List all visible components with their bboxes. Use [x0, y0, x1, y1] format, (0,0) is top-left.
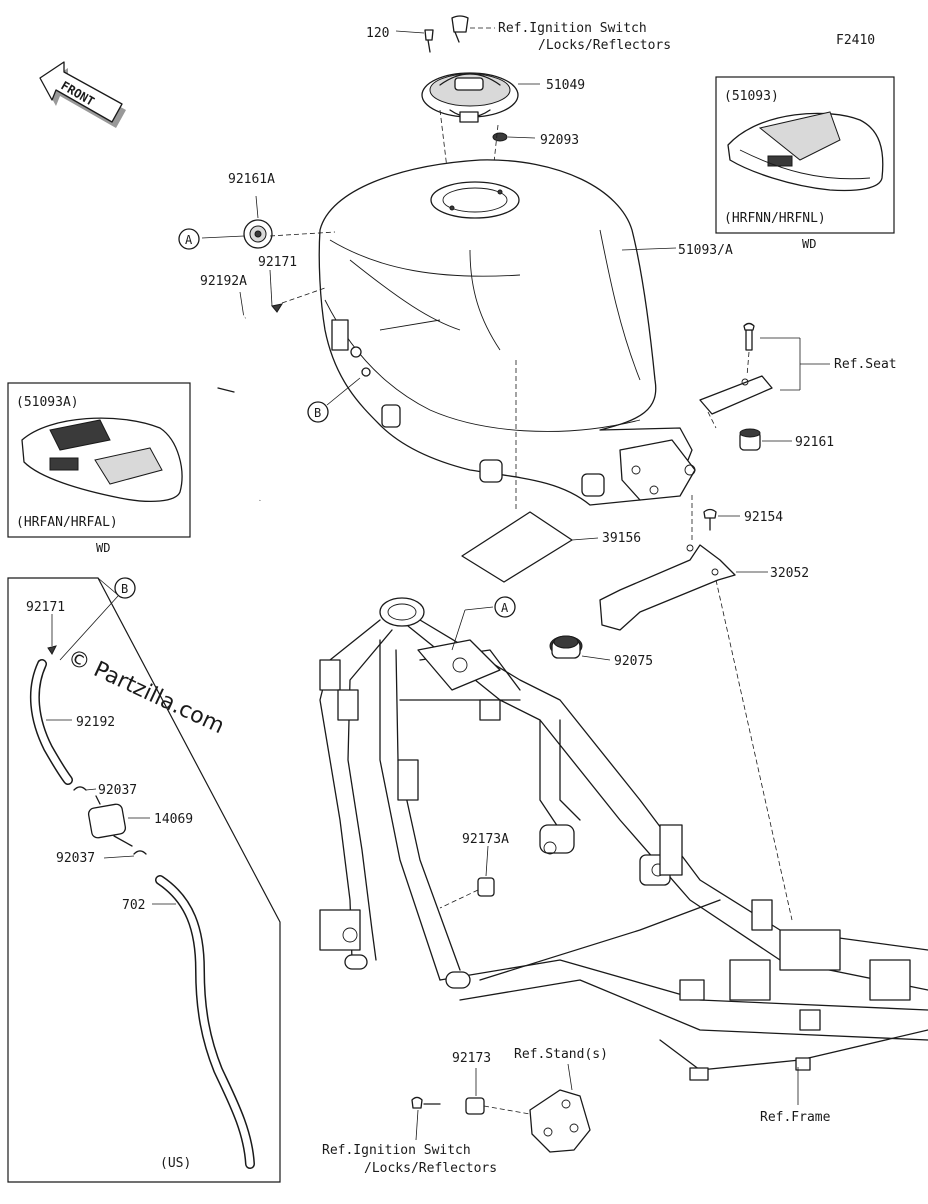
figure-code: F2410 [836, 33, 875, 48]
label-ref-ignition-bottom-1: Ref.Ignition Switch [322, 1143, 471, 1158]
svg-text:B: B [314, 406, 321, 420]
label-51093a: 51093/A [678, 243, 733, 258]
label-92173a: 92173A [462, 832, 509, 847]
inset-51093: (51093) (HRFNN/HRFNL) WD [715, 76, 895, 251]
bracket-32052 [599, 495, 793, 921]
stand-assembly [411, 1063, 591, 1153]
label-ref-frame: Ref.Frame [760, 1110, 831, 1125]
svg-text:(HRFNN/HRFNL): (HRFNN/HRFNL) [724, 211, 826, 226]
label-92075: 92075 [614, 654, 653, 669]
label-92037-b: 92037 [56, 851, 95, 866]
label-92161: 92161 [795, 435, 834, 450]
label-92171-top: 92171 [258, 255, 297, 270]
label-ref-stand: Ref.Stand(s) [514, 1047, 608, 1062]
label-us: (US) [160, 1156, 191, 1171]
label-32052: 32052 [770, 566, 809, 581]
svg-text:(HRFAN/HRFAL): (HRFAN/HRFAL) [16, 515, 118, 530]
svg-text:A: A [185, 233, 193, 247]
fuel-tank [318, 159, 696, 512]
svg-text:WD: WD [802, 237, 816, 251]
callout-b-tank: B [307, 377, 361, 423]
label-92093: 92093 [540, 133, 579, 148]
front-arrow-icon: FRONT [39, 61, 126, 128]
seat-bracket [699, 322, 830, 451]
label-92154: 92154 [744, 510, 783, 525]
label-92192a: 92192A [200, 274, 247, 289]
frame [319, 597, 928, 1105]
clamp-92171-top [271, 303, 284, 313]
label-92037-a: 92037 [98, 783, 137, 798]
label-92171-left: 92171 [26, 600, 65, 615]
label-ref-ignition-top-1: Ref.Ignition Switch [498, 21, 647, 36]
label-14069: 14069 [154, 812, 193, 827]
pad-39156 [461, 511, 599, 583]
label-ref-seat: Ref.Seat [834, 357, 897, 372]
callout-a-top: A [178, 228, 200, 250]
label-702: 702 [122, 898, 145, 913]
svg-text:WD: WD [96, 541, 110, 555]
svg-text:B: B [121, 582, 128, 596]
inset-51093a: (51093A) (HRFAN/HRFAL) WD [7, 382, 191, 555]
svg-text:(51093): (51093) [724, 89, 779, 104]
label-51049: 51049 [546, 78, 585, 93]
fuel-cap-assembly [395, 15, 540, 211]
label-92161a: 92161A [228, 172, 275, 187]
inset-us: B [7, 577, 281, 1183]
svg-text:A: A [501, 601, 509, 615]
label-ref-ignition-top-2: /Locks/Reflectors [538, 38, 671, 53]
hose-92192a [215, 317, 262, 501]
label-92173: 92173 [452, 1051, 491, 1066]
label-ref-ignition-bottom-2: /Locks/Reflectors [364, 1161, 497, 1176]
grommet-92161a [201, 195, 336, 249]
label-92192: 92192 [76, 715, 115, 730]
label-120: 120 [366, 26, 389, 41]
svg-text:(51093A): (51093A) [16, 395, 79, 410]
label-39156: 39156 [602, 531, 641, 546]
callout-a-frame: A [494, 596, 516, 618]
